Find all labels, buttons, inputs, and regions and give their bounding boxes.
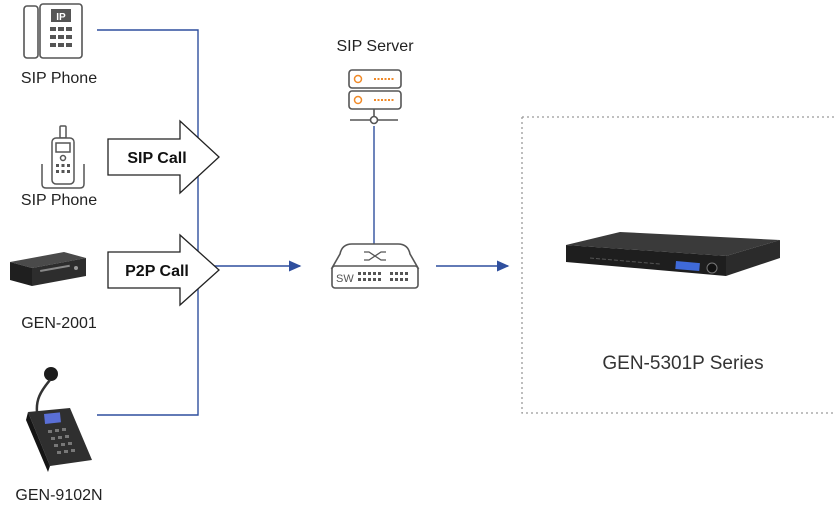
switch-icon: SW	[330, 243, 420, 289]
gen-9102n-label: GEN-9102N	[15, 487, 102, 504]
p2p-call-arrow: P2P Call	[107, 233, 220, 307]
sip-call-arrow: SIP Call	[107, 119, 220, 195]
p2p-call-label: P2P Call	[125, 263, 189, 280]
gen-2001-label: GEN-2001	[21, 315, 97, 332]
switch-label: SW	[336, 273, 354, 285]
gen-2001-device-icon	[10, 252, 86, 286]
sip-phone-2-label: SIP Phone	[21, 192, 97, 209]
mobile-phone-icon	[41, 125, 85, 189]
sip-phone-1-label: SIP Phone	[21, 70, 97, 87]
sip-call-label: SIP Call	[127, 150, 186, 167]
line-sip-phone-1	[97, 29, 199, 416]
sip-server-label: SIP Server	[336, 38, 414, 55]
target-dotted-box	[521, 116, 835, 414]
ip-badge-text: IP	[56, 12, 66, 23]
ip-phone-icon: IP	[23, 3, 83, 59]
server-icon	[348, 69, 402, 125]
connection-lines	[97, 29, 510, 416]
rack-amplifier-icon	[566, 232, 780, 276]
target-series-label: GEN-5301P Series	[602, 353, 763, 374]
paging-console-icon	[26, 367, 92, 472]
